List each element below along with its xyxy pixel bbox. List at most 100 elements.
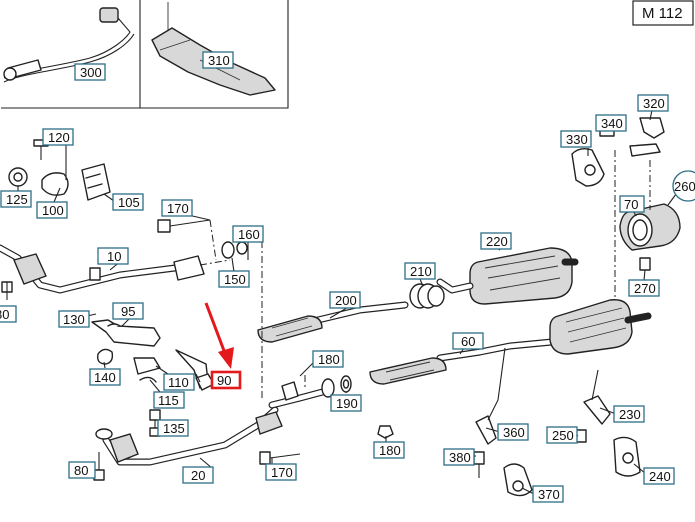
callout-95[interactable]: 95 <box>112 302 144 320</box>
svg-text:160: 160 <box>238 227 260 242</box>
callout-300[interactable]: 300 <box>74 63 106 81</box>
bracket-group-left <box>91 319 215 391</box>
callout-140[interactable]: 140 <box>89 368 121 386</box>
callout-250[interactable]: 250 <box>546 426 578 444</box>
model-code: M 112 <box>642 5 683 22</box>
svg-text:110: 110 <box>168 375 189 390</box>
heat-shield <box>151 2 276 96</box>
tailpipe-group <box>571 117 681 300</box>
clamp-bracket-group <box>8 139 111 201</box>
oxygen-sensor <box>3 7 135 83</box>
callout-10[interactable]: 10 <box>97 247 129 265</box>
svg-text:180: 180 <box>379 443 401 458</box>
svg-text:80: 80 <box>74 463 88 478</box>
svg-text:105: 105 <box>118 195 140 210</box>
svg-text:140: 140 <box>94 370 116 385</box>
bolt-170-top <box>157 219 248 261</box>
clamp-210 <box>409 283 445 309</box>
bolt-170-lower <box>259 451 301 465</box>
svg-text:220: 220 <box>486 234 508 249</box>
svg-text:90: 90 <box>217 373 231 388</box>
svg-text:60: 60 <box>461 334 475 349</box>
svg-text:170: 170 <box>271 465 293 480</box>
svg-text:270: 270 <box>634 281 656 296</box>
model-code-box: M 112 <box>632 0 694 26</box>
svg-text:250: 250 <box>552 428 574 443</box>
bolt-80-upper <box>1 281 13 300</box>
svg-text:200: 200 <box>335 293 357 308</box>
hanger-230-240 <box>575 369 641 477</box>
callout-370[interactable]: 370 <box>532 485 564 503</box>
callout-80-lower[interactable]: 80 <box>68 461 96 479</box>
callout-180-lower[interactable]: 180 <box>373 441 405 459</box>
callout-360[interactable]: 360 <box>497 423 529 441</box>
callout-90-highlighted[interactable]: 90 <box>210 370 242 390</box>
svg-text:330: 330 <box>566 132 588 147</box>
callout-310[interactable]: 310 <box>202 51 234 69</box>
callout-120[interactable]: 120 <box>42 128 74 146</box>
intermediate-pipe-60 <box>369 338 556 385</box>
callout-135[interactable]: 135 <box>157 419 189 437</box>
svg-text:300: 300 <box>80 65 102 80</box>
svg-text:310: 310 <box>208 53 230 68</box>
svg-text:80: 80 <box>0 307 9 322</box>
highlight-arrow <box>204 302 234 369</box>
svg-text:260: 260 <box>674 179 695 194</box>
callout-110[interactable]: 110 <box>163 373 195 391</box>
callout-100[interactable]: 100 <box>36 201 68 219</box>
svg-text:125: 125 <box>6 192 28 207</box>
callout-320[interactable]: 320 <box>637 94 669 112</box>
callout-240[interactable]: 240 <box>643 467 675 485</box>
callout-220[interactable]: 220 <box>480 232 512 250</box>
callout-190[interactable]: 190 <box>330 394 362 412</box>
callout-380[interactable]: 380 <box>443 448 475 466</box>
callout-340[interactable]: 340 <box>595 114 627 132</box>
inset-panels <box>1 0 289 109</box>
svg-text:120: 120 <box>48 130 70 145</box>
callout-80-upper[interactable]: 80 <box>0 305 17 323</box>
svg-text:170: 170 <box>167 201 189 216</box>
svg-text:210: 210 <box>410 264 432 279</box>
callout-180-top[interactable]: 180 <box>312 350 344 368</box>
svg-text:20: 20 <box>191 468 205 483</box>
svg-text:360: 360 <box>503 425 525 440</box>
callout-330[interactable]: 330 <box>560 130 592 148</box>
front-pipe-20 <box>95 406 283 466</box>
callout-160[interactable]: 160 <box>232 225 264 243</box>
svg-text:340: 340 <box>601 116 623 131</box>
svg-text:380: 380 <box>449 450 471 465</box>
callout-150[interactable]: 150 <box>218 270 250 288</box>
hanger-360-370 <box>473 347 533 497</box>
callout-210[interactable]: 210 <box>404 262 436 280</box>
callout-115[interactable]: 115 <box>153 391 185 409</box>
rear-muffler-220 <box>436 247 579 305</box>
front-pipe-10 <box>0 244 231 294</box>
y-pipe-flanges <box>268 375 394 439</box>
callout-170-lower[interactable]: 170 <box>265 463 297 481</box>
callout-20[interactable]: 20 <box>182 466 214 484</box>
svg-text:240: 240 <box>649 469 671 484</box>
svg-text:230: 230 <box>619 407 641 422</box>
svg-text:190: 190 <box>336 396 358 411</box>
svg-text:150: 150 <box>224 272 246 287</box>
callout-125[interactable]: 125 <box>0 190 32 208</box>
svg-text:180: 180 <box>318 352 340 367</box>
svg-text:320: 320 <box>643 96 665 111</box>
callout-200[interactable]: 200 <box>329 291 361 309</box>
callout-130[interactable]: 130 <box>58 310 90 328</box>
intermediate-pipe-200 <box>257 301 409 343</box>
callout-105[interactable]: 105 <box>112 193 144 211</box>
svg-text:70: 70 <box>624 197 638 212</box>
svg-text:10: 10 <box>107 249 121 264</box>
callout-270[interactable]: 270 <box>628 279 660 297</box>
rear-muffler-main <box>549 299 652 355</box>
callout-60[interactable]: 60 <box>452 332 484 350</box>
svg-text:115: 115 <box>158 393 179 408</box>
callout-170-top[interactable]: 170 <box>161 199 193 217</box>
svg-text:95: 95 <box>121 304 135 319</box>
svg-text:370: 370 <box>538 487 560 502</box>
callout-230[interactable]: 230 <box>613 405 645 423</box>
callout-labels: 300 310 120 125 100 105 170 160 10 150 8… <box>0 51 695 503</box>
callout-260[interactable]: 260 <box>672 170 695 202</box>
callout-70[interactable]: 70 <box>619 195 645 213</box>
